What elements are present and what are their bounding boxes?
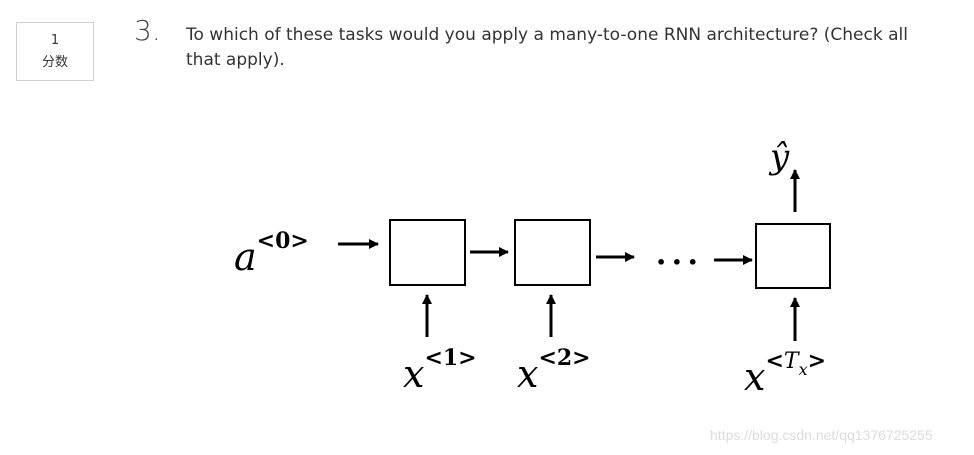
rnn-cell-1 [389, 219, 466, 286]
label-x2: x<2> [517, 345, 591, 396]
rnn-cell-last [755, 223, 831, 289]
label-xTx: x<Tx> [744, 348, 826, 399]
ellipsis: • • • [656, 253, 698, 272]
watermark: https://blog.csdn.net/qq1376725255 [710, 427, 933, 443]
rnn-cell-2 [514, 219, 591, 286]
score-unit-label: 分数 [41, 55, 68, 70]
label-a0: a<0> [234, 228, 309, 279]
question-number: 3. [134, 14, 161, 47]
question-text: To which of these tasks would you apply … [186, 25, 908, 70]
label-y-hat: ŷ [768, 137, 790, 177]
score-value: 1 [50, 33, 60, 48]
score-box: 1 分数 [16, 22, 94, 81]
label-x1: x<1> [403, 345, 477, 396]
